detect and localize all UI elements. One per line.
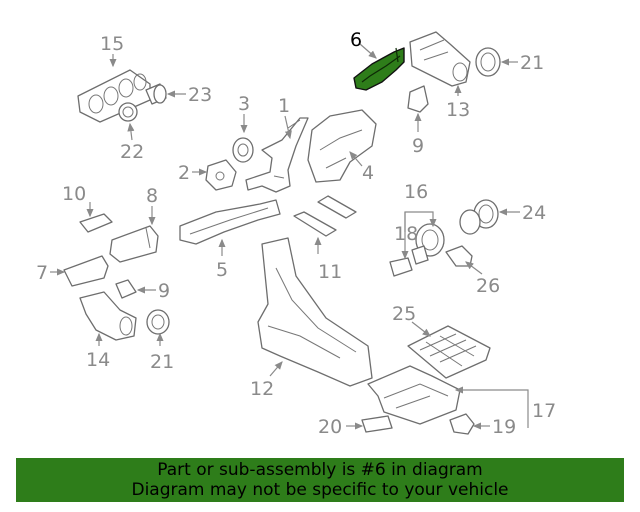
part-7-duct-adapter[interactable] bbox=[63, 255, 109, 287]
callout-21-bottom: 21 bbox=[150, 351, 174, 373]
callout-17: 17 bbox=[532, 400, 556, 422]
parts-diagram: 15 23 22 3 1 2 6 21 13 9 4 10 8 16 24 18… bbox=[36, 29, 556, 438]
callout-3: 3 bbox=[238, 93, 250, 115]
callout-21-top: 21 bbox=[520, 52, 544, 74]
part-17-blower-housing[interactable] bbox=[367, 365, 461, 425]
callout-11: 11 bbox=[318, 261, 342, 283]
callout-23: 23 bbox=[188, 84, 212, 106]
callout-8: 8 bbox=[146, 185, 158, 207]
part-2-actuator[interactable] bbox=[205, 159, 237, 191]
callout-16: 16 bbox=[404, 181, 428, 203]
callout-2: 2 bbox=[178, 162, 190, 184]
banner-line-1: Part or sub-assembly is #6 in diagram bbox=[157, 460, 483, 480]
part-21-vent-nozzle-bottom[interactable] bbox=[146, 309, 170, 335]
callout-19: 19 bbox=[492, 416, 516, 438]
callout-14: 14 bbox=[86, 349, 110, 371]
callout-13: 13 bbox=[446, 99, 470, 121]
part-8-duct-adapter[interactable] bbox=[109, 225, 159, 263]
part-11-seals[interactable] bbox=[293, 195, 357, 237]
callout-10: 10 bbox=[62, 183, 86, 205]
part-6-duct-highlighted[interactable] bbox=[353, 47, 405, 91]
part-1-duct[interactable] bbox=[245, 117, 309, 193]
part-5-duct[interactable] bbox=[179, 199, 281, 245]
callout-12: 12 bbox=[250, 378, 274, 400]
callout-15: 15 bbox=[100, 33, 124, 55]
part-23-vent-nozzle[interactable] bbox=[145, 83, 167, 105]
part-9-clip-right[interactable] bbox=[407, 85, 429, 113]
part-20-hose[interactable] bbox=[361, 415, 393, 433]
part-9-clip-left[interactable] bbox=[115, 279, 137, 299]
banner-line-2: Diagram may not be specific to your vehi… bbox=[131, 480, 509, 500]
part-22-vent-nozzle[interactable] bbox=[118, 102, 138, 122]
callout-5: 5 bbox=[216, 259, 228, 281]
callout-4: 4 bbox=[362, 162, 374, 184]
callout-26: 26 bbox=[476, 275, 500, 297]
part-26-sensor[interactable] bbox=[445, 245, 473, 267]
part-25-filter-grille[interactable] bbox=[407, 325, 491, 379]
part-14-duct-elbow[interactable] bbox=[79, 291, 137, 341]
callout-9-left: 9 bbox=[158, 280, 170, 302]
info-banner: Part or sub-assembly is #6 in diagram Di… bbox=[16, 458, 624, 502]
callout-1: 1 bbox=[278, 95, 290, 117]
callout-6: 6 bbox=[350, 29, 362, 51]
part-3-grommet[interactable] bbox=[232, 137, 254, 163]
callout-7: 7 bbox=[36, 262, 48, 284]
part-15-vent-bezel[interactable] bbox=[77, 69, 151, 123]
part-10-clip[interactable] bbox=[79, 213, 113, 233]
part-19-bracket[interactable] bbox=[449, 413, 475, 435]
callout-24: 24 bbox=[522, 202, 546, 224]
callout-9-right: 9 bbox=[412, 135, 424, 157]
callout-25: 25 bbox=[392, 303, 416, 325]
leader-lines bbox=[50, 43, 529, 430]
part-4-duct-housing[interactable] bbox=[307, 109, 377, 183]
part-21-vent-nozzle-top[interactable] bbox=[475, 47, 501, 77]
callout-18: 18 bbox=[394, 223, 418, 245]
callout-20: 20 bbox=[318, 416, 342, 438]
part-24-vent-nozzle[interactable] bbox=[459, 199, 499, 235]
callout-22: 22 bbox=[120, 141, 144, 163]
part-12-floor-duct[interactable] bbox=[257, 237, 373, 387]
callout-numbers: 15 23 22 3 1 2 6 21 13 9 4 10 8 16 24 18… bbox=[36, 29, 556, 438]
part-18-cap[interactable] bbox=[389, 257, 413, 277]
part-13-duct[interactable] bbox=[409, 31, 471, 87]
